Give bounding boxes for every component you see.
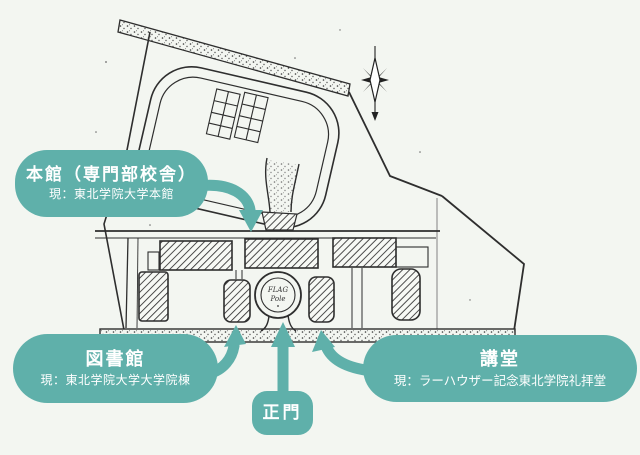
label-tosho-title: 図書館 — [85, 349, 146, 370]
label-honkan-title: 本館（専門部校舎） — [26, 164, 197, 185]
arrow-seimon-head — [271, 322, 295, 347]
campus-buildings — [138, 237, 429, 323]
athletic-field — [136, 65, 340, 229]
label-tosho: 図書館 現：東北学院大学大学院棟 — [13, 334, 218, 403]
arrow-kodo-head — [312, 330, 335, 352]
compass-rose-icon — [361, 46, 389, 121]
label-kodo-title: 講堂 — [480, 348, 520, 370]
flag-pole-circle: FLAG Pole — [254, 271, 302, 332]
building-main-east — [244, 238, 319, 269]
flag-pole-label-line2: Pole — [269, 295, 285, 303]
label-kodo-subtitle: 現：ラーハウザー記念東北学院礼拝堂 — [393, 372, 607, 388]
court-buildings — [205, 88, 269, 144]
building-auditorium — [308, 276, 335, 323]
slope-path — [261, 157, 300, 231]
building-east — [391, 268, 421, 321]
label-tosho-subtitle: 現：東北学院大学大学院棟 — [40, 372, 191, 387]
building-main-west — [159, 240, 233, 271]
building-library — [138, 271, 169, 322]
label-honkan-subtitle: 現：東北学院大学本館 — [48, 187, 174, 202]
arrow-honkan-head — [239, 210, 263, 232]
building-south-west — [223, 279, 251, 323]
label-seimon: 正門 — [252, 391, 313, 435]
label-kodo: 講堂 現：ラーハウザー記念東北学院礼拝堂 — [363, 335, 637, 402]
flag-pole-label-line1: FLAG — [267, 286, 289, 294]
building-northeast — [332, 237, 397, 268]
arrow-tosho-head — [224, 325, 246, 347]
label-honkan: 本館（専門部校舎） 現：東北学院大学本館 — [15, 150, 208, 217]
top-road — [117, 19, 351, 97]
label-seimon-title: 正門 — [262, 402, 303, 423]
